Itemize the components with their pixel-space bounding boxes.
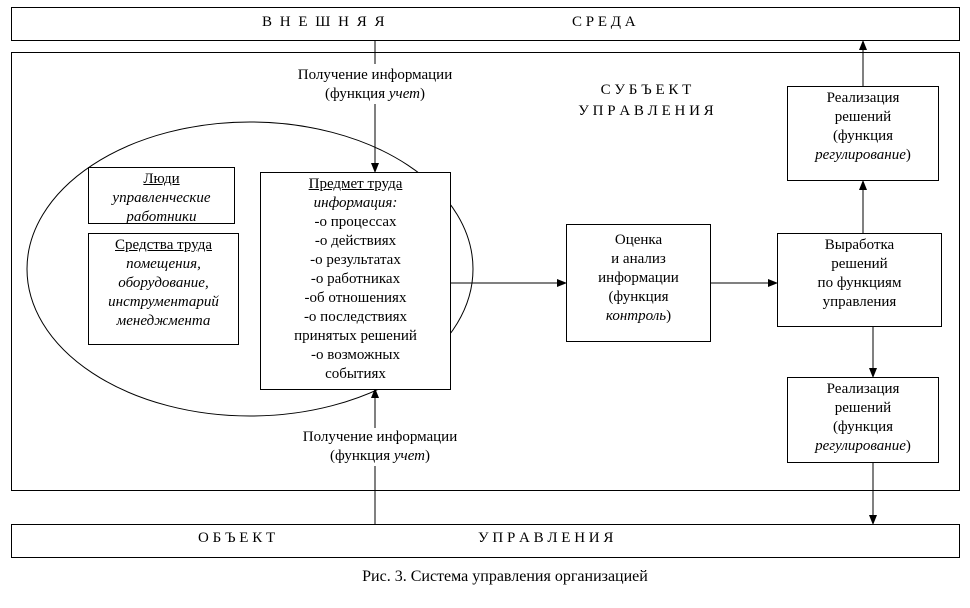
evaluation-line1: Оценка	[614, 232, 663, 248]
means-line3: инструментарий	[108, 294, 219, 310]
labor-item: -о действиях	[314, 233, 397, 249]
subject-of-labor-box: Предмет труда информация: -о процессах -…	[260, 172, 451, 390]
labor-item: -о последствиях	[303, 309, 408, 325]
evaluation-line4: (функция	[608, 289, 669, 305]
labor-item: событиях	[325, 366, 386, 382]
realization-top-line4: регулирование)	[815, 147, 911, 163]
means-title: Средства труда	[115, 237, 212, 253]
labor-item: принятых решений	[294, 328, 417, 344]
subject-frame	[11, 52, 960, 491]
subject-line1: С У Б Ъ Е К Т	[600, 82, 692, 98]
object-word2: У П Р А В Л Е Н И Я	[478, 530, 614, 546]
people-line2: работники	[126, 209, 197, 225]
info-bottom-label: Получение информации (функция учет)	[270, 428, 490, 466]
labor-item: -о результатах	[310, 252, 401, 268]
evaluation-box: Оценка и анализ информации (функция конт…	[566, 224, 711, 342]
info-bottom-line1: Получение информации	[302, 429, 458, 445]
evaluation-line5: контроль)	[605, 308, 672, 324]
realization-top-line2: решений	[834, 109, 892, 125]
people-title: Люди	[143, 171, 180, 187]
labor-item: -о работниках	[310, 271, 401, 287]
development-box: Выработка решений по функциям управления	[777, 233, 942, 327]
info-top-label: Получение информации (функция учет)	[265, 66, 485, 104]
external-env-frame	[11, 7, 960, 41]
realization-top-line1: Реализация	[826, 90, 900, 106]
info-top-line2: (функция учет)	[325, 86, 425, 102]
evaluation-line2: и анализ	[611, 251, 666, 267]
people-line1: управленческие	[112, 190, 211, 206]
development-line1: Выработка	[824, 237, 895, 253]
subject-label: С У Б Ъ Е К Т У П Р А В Л Е Н И Я	[556, 80, 736, 122]
figure-caption: Рис. 3. Система управления организацией	[362, 568, 648, 585]
development-line2: решений	[831, 256, 888, 272]
means-box: Средства труда помещения, оборудование, …	[88, 233, 239, 345]
realization-top-line3: (функция	[832, 128, 894, 144]
development-line3: по функциям	[817, 275, 902, 291]
labor-item: -об отношениях	[304, 290, 407, 306]
labor-subtitle: информация:	[313, 195, 398, 211]
means-line2: оборудование,	[118, 275, 209, 291]
realization-top-box: Реализация решений (функция регулировани…	[787, 86, 939, 181]
external-env-word2: С Р Е Д А	[572, 14, 636, 30]
labor-item: -о процессах	[314, 214, 397, 230]
realization-bottom-line1: Реализация	[826, 381, 900, 397]
realization-bottom-line4: регулирование)	[815, 438, 911, 454]
info-top-line1: Получение информации	[297, 67, 453, 83]
means-line4: менеджмента	[116, 313, 211, 329]
means-line1: помещения,	[126, 256, 201, 272]
labor-title: Предмет труда	[308, 176, 403, 192]
object-word1: О Б Ъ Е К Т	[198, 530, 276, 546]
external-env-word1: В Н Е Ш Н Я Я	[262, 14, 385, 30]
info-bottom-line2: (функция учет)	[330, 448, 430, 464]
development-line4: управления	[822, 294, 897, 310]
realization-bottom-line3: (функция	[832, 419, 894, 435]
subject-line2: У П Р А В Л Е Н И Я	[578, 103, 714, 119]
realization-bottom-line2: решений	[834, 400, 892, 416]
realization-bottom-box: Реализация решений (функция регулировани…	[787, 377, 939, 463]
people-box: Люди управленческие работники	[88, 167, 235, 225]
labor-item: -о возможных	[310, 347, 401, 363]
ellipse-system	[26, 121, 474, 417]
object-frame	[11, 524, 960, 558]
evaluation-line3: информации	[598, 270, 679, 286]
